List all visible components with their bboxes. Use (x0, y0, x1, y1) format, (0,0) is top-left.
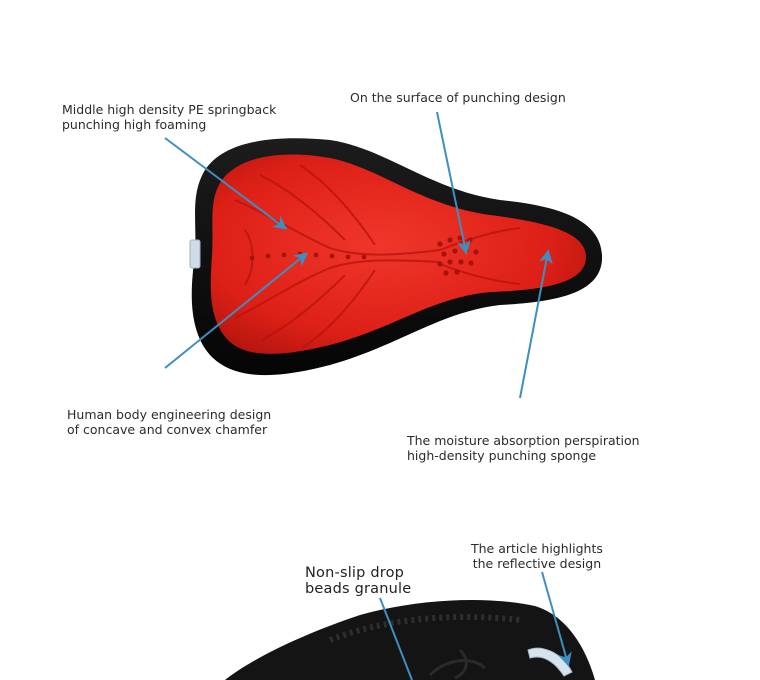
label-non-slip: Non-slip drop beads granule (305, 565, 412, 597)
arrow-pe-springback (164, 137, 288, 230)
label-pe-springback: Middle high density PE springback punchi… (62, 102, 277, 132)
saddle-cover-top (189, 138, 603, 376)
callout-arrows-bottom (379, 571, 572, 680)
bottom-cover-body (225, 599, 595, 680)
reflective-strip-bottom (527, 647, 573, 677)
arrow-non-slip (379, 597, 413, 680)
arrow-moisture (519, 249, 553, 399)
label-moisture-absorption: The moisture absorption perspiration hig… (407, 433, 640, 463)
arrow-concave-convex (164, 252, 309, 369)
label-punching-surface: On the surface of punching design (350, 90, 566, 105)
drawstring (428, 648, 486, 680)
arrow-punching-surface (436, 111, 471, 255)
saddle-cover-bottom (225, 599, 595, 680)
reflective-tab (189, 239, 201, 269)
label-concave-convex: Human body engineering design of concave… (67, 407, 272, 437)
label-reflective: The article highlights the reflective de… (471, 541, 603, 571)
arrow-reflective (541, 571, 572, 667)
callout-arrows-top (164, 111, 553, 399)
